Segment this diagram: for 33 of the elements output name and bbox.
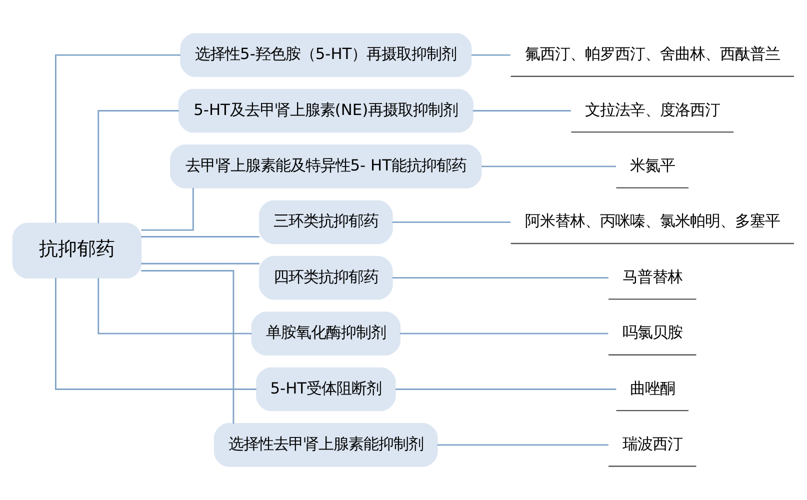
node-box: 抗抑郁药 (12, 222, 142, 278)
node-text: 曲唑酮 (630, 379, 675, 398)
connector (98, 110, 179, 224)
node-text: 文拉法辛、度洛西汀 (584, 100, 720, 119)
connector (400, 332, 608, 334)
node-text: 阿米替林、丙咪嗪、氯米帕明、多塞平 (524, 212, 780, 230)
node-text: 马普替林 (622, 268, 682, 286)
node-text: 氟西汀、帕罗西汀、舍曲林、西酞普兰 (524, 45, 780, 64)
connector (437, 444, 608, 446)
node-text: 瑞波西汀 (622, 434, 682, 453)
node-text: 米氮平 (630, 156, 675, 174)
connector (481, 166, 616, 168)
connector (141, 262, 260, 264)
connector (141, 270, 234, 424)
node-box: 去甲肾上腺素能及特异性5- HT能抗抑郁药 (170, 144, 482, 188)
connector (141, 188, 194, 231)
connector (472, 110, 571, 112)
connector (141, 236, 260, 238)
node-box: 选择性5-羟色胺（5-HT）再摄取抑制剂 (180, 33, 472, 77)
node-box: 5-HT及去甲肾上腺素(NE)再摄取抑制剂 (178, 88, 474, 133)
node-box: 5-HT受体阻断剂 (256, 367, 396, 412)
node-box: 四环类抗抑郁药 (258, 256, 393, 300)
node-box: 选择性去甲肾上腺素能抑制剂 (214, 423, 438, 467)
connector (392, 277, 608, 279)
node-box: 单胺氧化酶抑制剂 (251, 312, 401, 356)
connector (55, 54, 180, 223)
connector (471, 54, 510, 56)
connector (392, 221, 510, 223)
connector (396, 388, 616, 390)
node-text: 吗氯贝胺 (622, 324, 682, 342)
connector (98, 278, 252, 334)
connector (55, 278, 256, 390)
node-box: 三环类抗抑郁药 (258, 200, 393, 244)
